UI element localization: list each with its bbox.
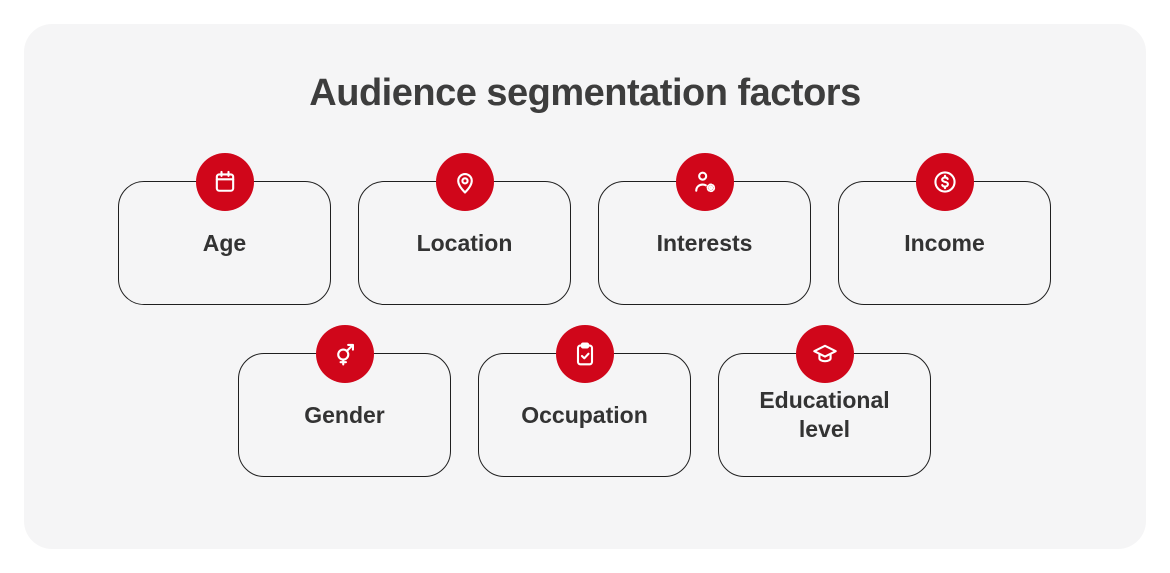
card-label: Gender (304, 401, 385, 428)
card-occupation: Occupation (478, 325, 691, 477)
card-gender-badge (315, 325, 374, 383)
dollar-coin-icon (933, 171, 956, 193)
card-label: Educational level (759, 387, 890, 442)
card-age-badge (195, 153, 254, 211)
person-gear-icon (694, 171, 715, 193)
card-label: Interests (656, 229, 753, 256)
card-location: Location (358, 153, 571, 305)
card-gender: Gender (238, 325, 451, 477)
card-educational-level: Educational level (718, 325, 931, 477)
card-age: Age (118, 153, 331, 305)
card-occupation-badge (555, 325, 614, 383)
graduation-cap-icon (812, 344, 837, 363)
card-label: Age (202, 229, 247, 256)
card-income: Income (838, 153, 1051, 305)
card-label: Income (904, 229, 985, 256)
clipboard-check-icon (576, 342, 593, 366)
location-pin-icon (456, 173, 473, 194)
card-educational-level-badge (795, 325, 854, 383)
page-title: Audience segmentation factors (309, 72, 861, 114)
card-label: Location (416, 229, 513, 256)
card-interests: Interests (598, 153, 811, 305)
calendar-icon (215, 170, 234, 192)
card-interests-badge (675, 153, 734, 211)
card-label: Occupation (521, 401, 648, 428)
card-location-badge (435, 153, 494, 211)
gender-symbol-icon (336, 343, 354, 366)
card-income-badge (915, 153, 974, 211)
infographic-panel: Audience segmentation factors Age Lo (24, 24, 1146, 549)
